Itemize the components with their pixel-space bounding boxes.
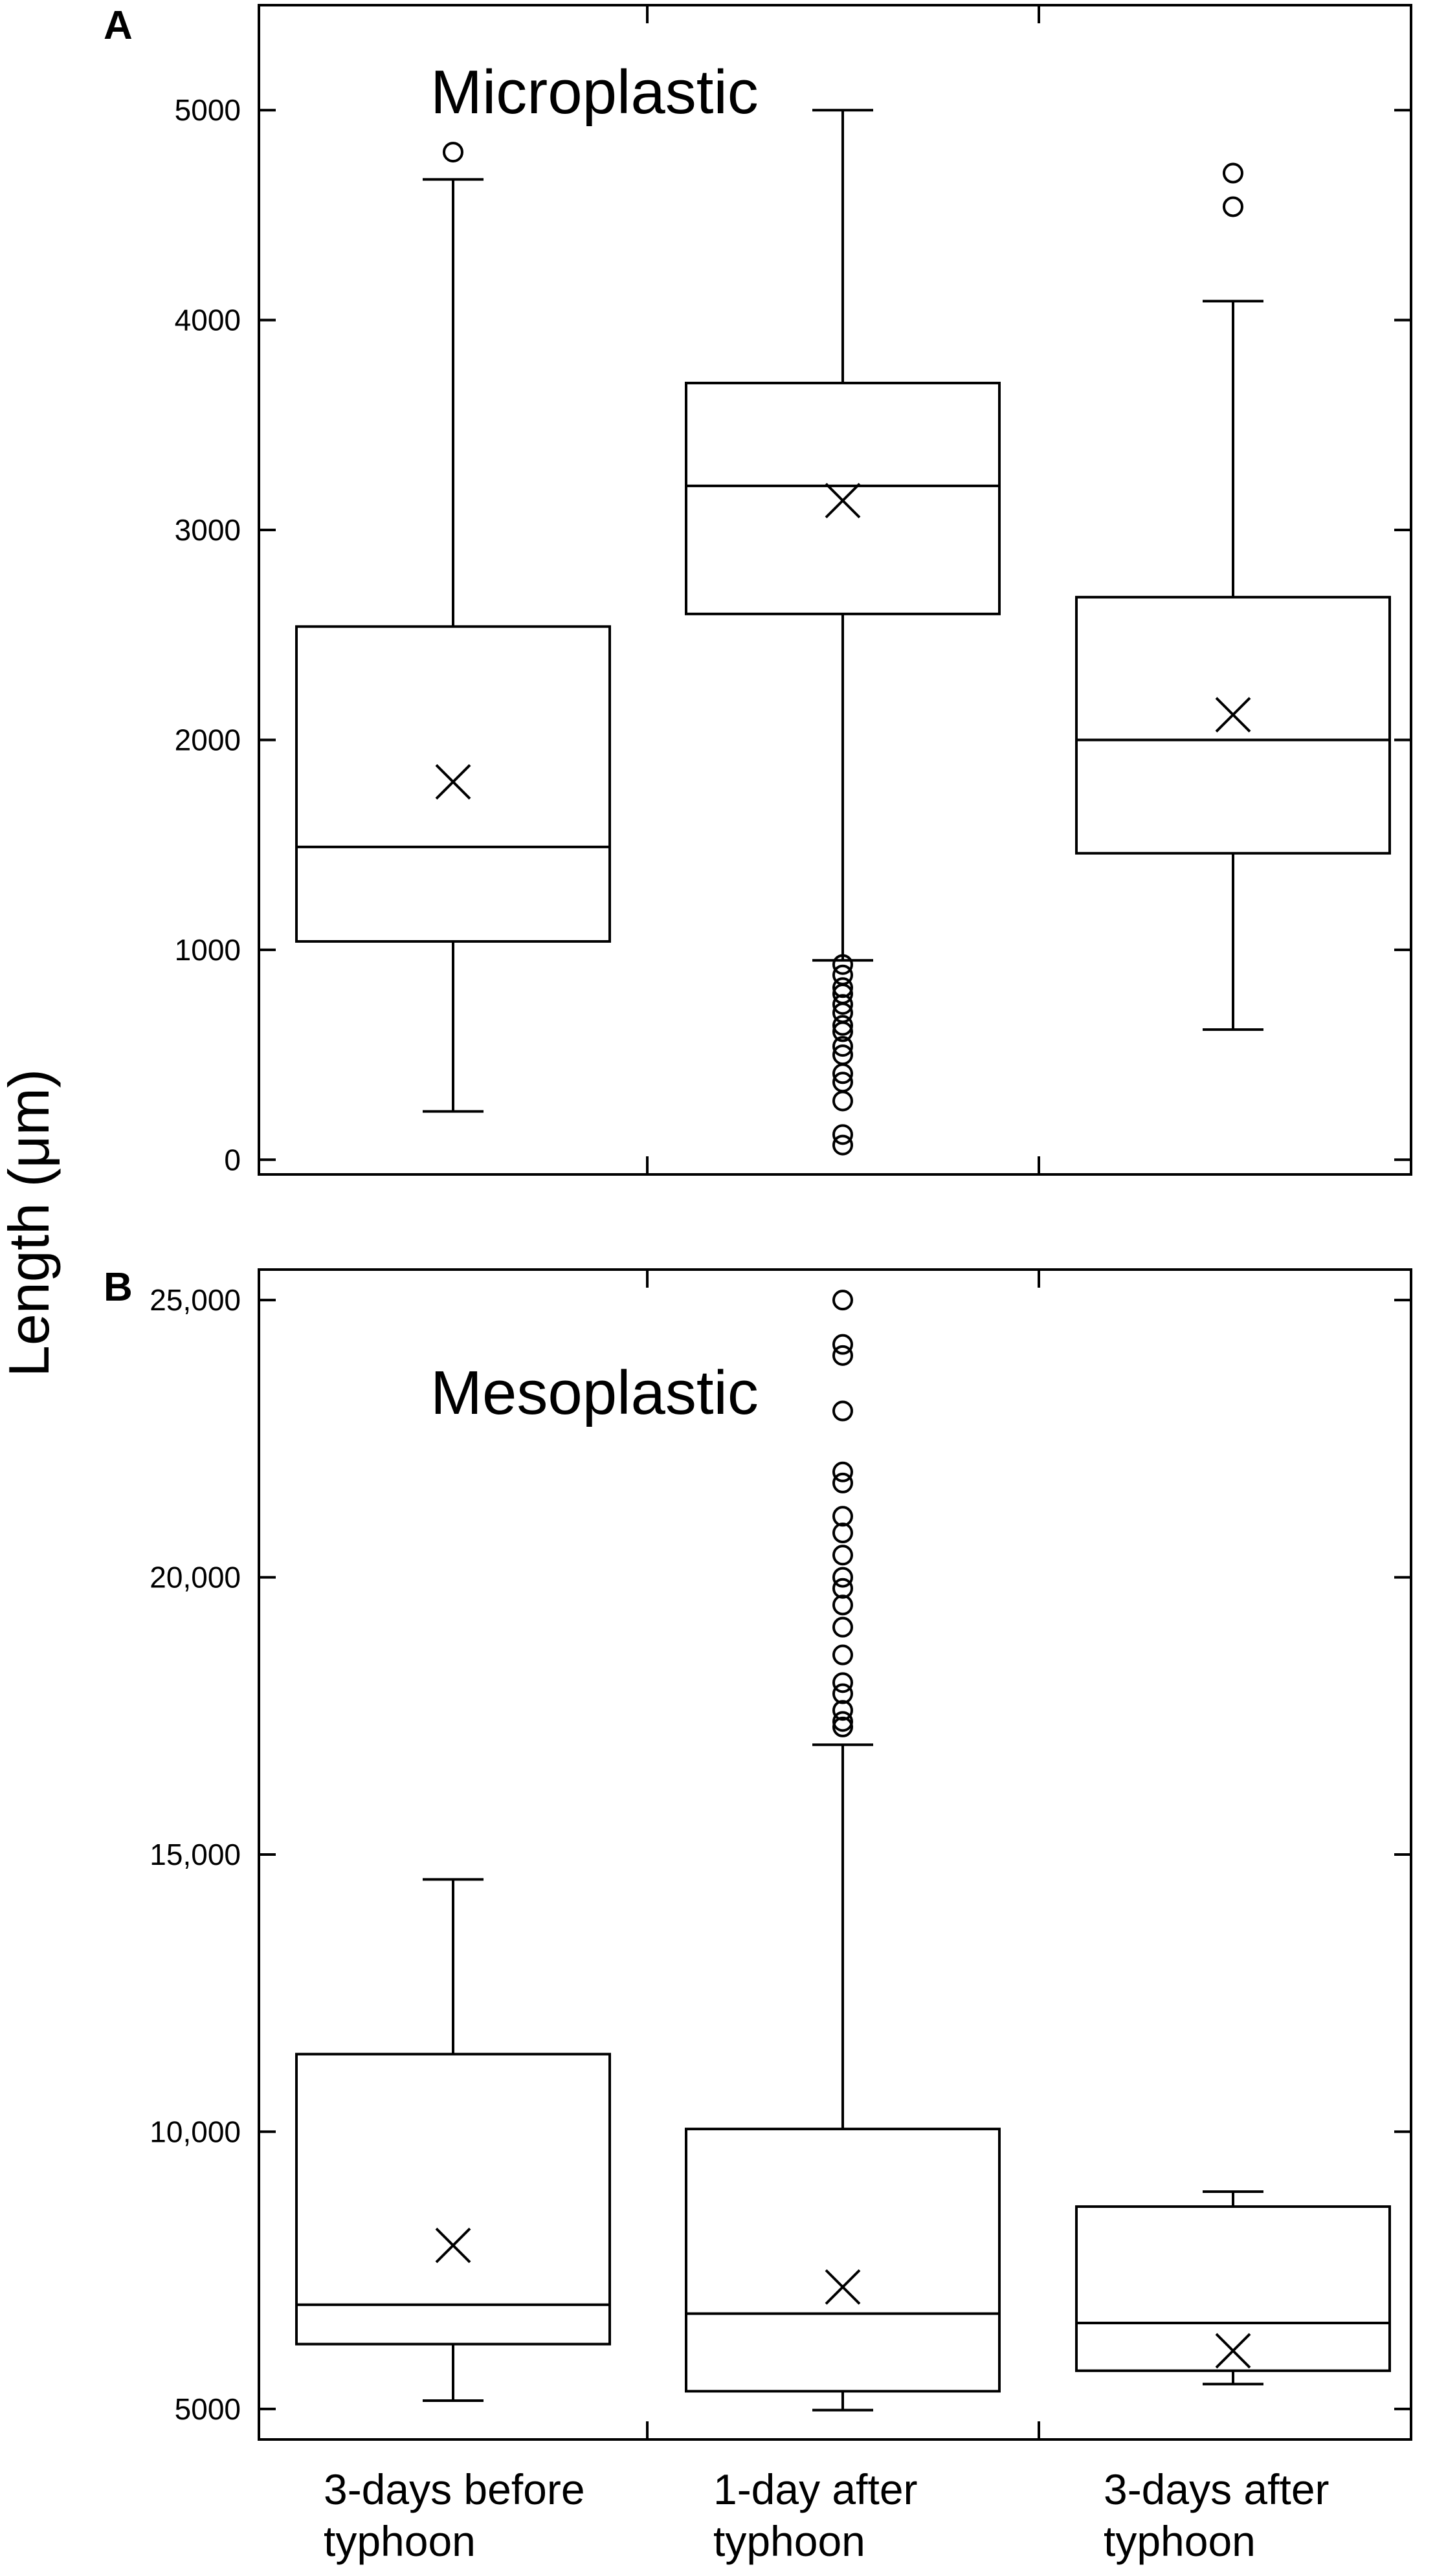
outlier-point bbox=[832, 1461, 853, 1482]
box-group bbox=[1075, 2190, 1391, 2386]
panel-letter: A bbox=[104, 3, 133, 48]
panel-title: Mesoplastic bbox=[430, 1358, 759, 1427]
outlier-point bbox=[832, 1015, 853, 1036]
iqr-box bbox=[1075, 2205, 1391, 2372]
panel-b-mesoplastic: B Mesoplastic 5000 10,000 15,000 20,000 25,000 bbox=[104, 1265, 1412, 2441]
outlier-point bbox=[832, 1594, 853, 1616]
category-label-line2: typhoon bbox=[713, 2517, 865, 2565]
category-label-line1: 3-days after bbox=[1104, 2465, 1329, 2513]
outlier-point bbox=[832, 1124, 853, 1145]
outlier-point bbox=[832, 977, 853, 998]
outlier-point bbox=[832, 1134, 853, 1156]
outlier-point bbox=[832, 1400, 853, 1422]
y-tick-label: 1000 bbox=[175, 933, 241, 967]
outlier-point bbox=[832, 1334, 853, 1355]
outlier-point bbox=[832, 1683, 853, 1704]
y-tick-label: 3000 bbox=[175, 513, 241, 547]
iqr-box bbox=[295, 2053, 611, 2346]
outlier-point bbox=[832, 1578, 853, 1599]
category-label-line2: typhoon bbox=[324, 2517, 476, 2565]
outlier-point bbox=[1223, 196, 1243, 217]
y-tick-label: 5000 bbox=[175, 93, 241, 127]
outlier-point bbox=[832, 1036, 853, 1057]
y-tick-label: 0 bbox=[224, 1143, 241, 1176]
outlier-point bbox=[832, 1672, 853, 1693]
mean-marker bbox=[1215, 697, 1251, 732]
outlier-point bbox=[832, 1021, 853, 1042]
iqr-box bbox=[685, 381, 1001, 615]
plot-frame bbox=[258, 4, 1412, 1176]
outlier-point bbox=[832, 1290, 853, 1311]
mean-marker bbox=[435, 764, 471, 800]
category-label-line1: 1-day after bbox=[713, 2465, 918, 2513]
outlier-point bbox=[832, 1567, 853, 1588]
outlier-point bbox=[832, 1472, 853, 1493]
outlier-point bbox=[832, 1090, 853, 1112]
mean-marker bbox=[825, 483, 861, 519]
outlier-point bbox=[832, 1506, 853, 1527]
outlier-point bbox=[832, 954, 853, 975]
y-tick-label: 2000 bbox=[175, 723, 241, 756]
panel-letter: B bbox=[104, 1265, 133, 1310]
outlier-point bbox=[832, 1616, 853, 1638]
outlier-point bbox=[832, 1523, 853, 1544]
outlier-point bbox=[832, 1711, 853, 1732]
outlier-point bbox=[1223, 162, 1243, 184]
panel-title: Microplastic bbox=[430, 58, 759, 127]
panel-a-microplastic: A Microplastic 0 1000 2000 3000 4000 5000 bbox=[104, 3, 1412, 1176]
y-tick-label: 15,000 bbox=[150, 1838, 241, 1871]
iqr-box bbox=[685, 2128, 1001, 2393]
y-tick-label: 4000 bbox=[175, 303, 241, 337]
outlier-point bbox=[832, 1716, 853, 1737]
y-tick-label: 25,000 bbox=[150, 1283, 241, 1317]
box-group bbox=[295, 142, 611, 1113]
mean-marker bbox=[825, 2269, 861, 2305]
box-group bbox=[685, 1290, 1001, 2412]
iqr-box bbox=[295, 625, 611, 943]
iqr-box bbox=[1075, 595, 1391, 855]
mean-marker bbox=[435, 2227, 471, 2263]
y-tick-label: 20,000 bbox=[150, 1561, 241, 1594]
box-group bbox=[1075, 162, 1391, 1031]
box-group bbox=[295, 1878, 611, 2403]
y-tick-label: 10,000 bbox=[150, 2115, 241, 2148]
category-label-line2: typhoon bbox=[1104, 2517, 1256, 2565]
y-axis-label: Length (μm) bbox=[0, 1069, 61, 1377]
category-label-line1: 3-days before bbox=[324, 2465, 585, 2513]
plot-frame bbox=[258, 1268, 1412, 2441]
outlier-point bbox=[443, 142, 463, 163]
outlier-point bbox=[832, 1063, 853, 1084]
outlier-point bbox=[832, 1644, 853, 1666]
outlier-point bbox=[832, 1545, 853, 1566]
y-tick-label: 5000 bbox=[175, 2392, 241, 2426]
outlier-point bbox=[832, 994, 853, 1015]
outlier-point bbox=[832, 1700, 853, 1721]
mean-marker bbox=[1215, 2333, 1251, 2369]
box-group bbox=[685, 109, 1001, 1156]
outlier-point bbox=[832, 1345, 853, 1366]
